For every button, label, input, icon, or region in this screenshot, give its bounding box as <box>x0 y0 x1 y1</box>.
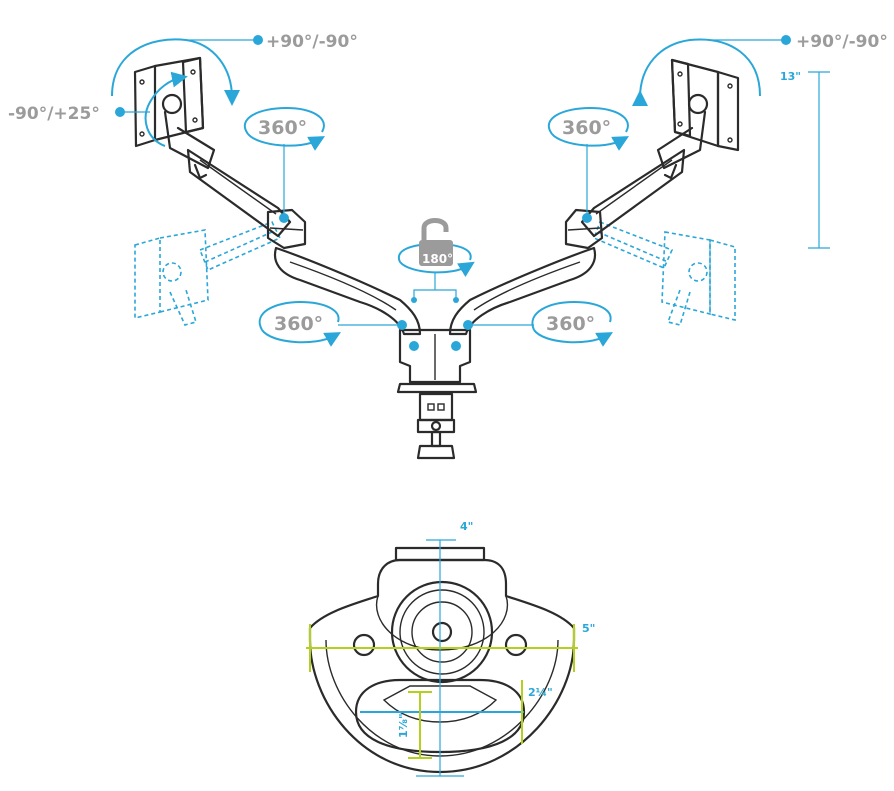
rot-upper-left-label: 360° <box>258 117 307 139</box>
center-dot-left <box>411 297 417 303</box>
tilt-right-dot <box>781 35 791 45</box>
dim-slot-width-label: 2¼" <box>528 686 553 699</box>
base-dimensions <box>306 539 578 777</box>
tilt-left-arrow-icon <box>111 38 240 106</box>
lower-left-rotate-icon <box>258 300 341 347</box>
left-lower-arm <box>273 246 422 336</box>
upper-left-joint-dot <box>279 213 289 223</box>
upper-right-joint-dot <box>582 213 592 223</box>
swivel-left-arrow-icon <box>144 71 188 147</box>
lower-left-joint-dot-2 <box>409 341 419 351</box>
rot-upper-right-label: 360° <box>562 117 611 139</box>
swivel-left-label: -90°/+25° <box>8 104 100 124</box>
upper-right-rotate-icon <box>547 106 629 151</box>
left-upper-arm <box>186 148 292 238</box>
right-elbow-joint <box>564 208 604 250</box>
lower-right-rotate-icon <box>531 300 613 347</box>
right-lower-arm <box>448 246 597 336</box>
tilt-right-arrow-icon <box>631 38 761 107</box>
unlock-icon <box>419 218 453 266</box>
rotation-arrows <box>111 38 761 347</box>
upper-left-rotate-icon <box>243 106 325 151</box>
tilt-right-label: +90°/-90° <box>796 32 888 52</box>
rot-lower-right-label: 360° <box>546 313 595 335</box>
tilt-left-dot <box>253 35 263 45</box>
center-dot-right <box>453 297 459 303</box>
dim-top-width-label: 4" <box>460 520 473 533</box>
callout-lines <box>115 35 791 351</box>
lower-left-joint-dot <box>397 320 407 330</box>
center-mount-and-clamp <box>396 328 478 460</box>
center-rotation-label: 180° <box>422 252 453 266</box>
rot-lower-left-label: 360° <box>274 313 323 335</box>
left-elbow-joint <box>266 208 307 250</box>
right-monitor-plate <box>656 58 740 170</box>
tilt-left-label: +90°/-90° <box>266 32 358 52</box>
left-ghost-arm <box>134 220 282 326</box>
height-range-label: 13" <box>780 70 801 83</box>
dim-slot-height-label: 1⅞" <box>397 713 410 738</box>
base-plate <box>308 546 576 774</box>
lower-right-joint-dot <box>463 320 473 330</box>
right-ghost-arm <box>592 220 736 326</box>
dim-base-width-label: 5" <box>582 622 595 635</box>
height-bracket <box>808 71 830 249</box>
right-upper-arm <box>580 148 686 238</box>
lower-right-joint-dot-2 <box>451 341 461 351</box>
